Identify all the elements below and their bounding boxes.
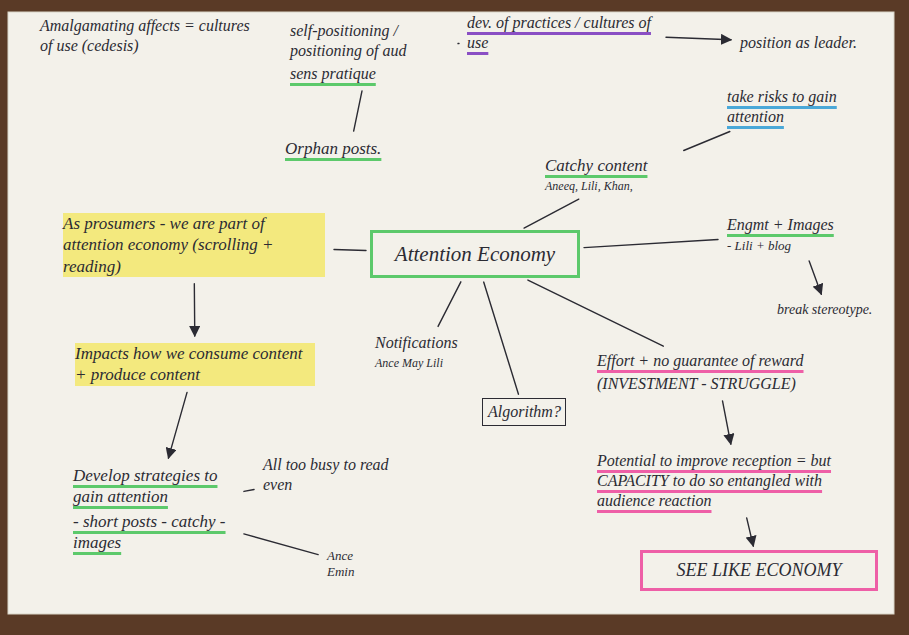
- node-text: SEE LIKE ECONOMY: [651, 559, 867, 582]
- highlighted-text: As prosumers - we are part of attention …: [58, 210, 330, 280]
- bracket-box: Algorithm?: [482, 398, 566, 426]
- connector-line: [584, 240, 718, 248]
- connector-line: [244, 489, 254, 491]
- node-text: As prosumers - we are part of attention …: [63, 213, 325, 277]
- connector-line: [484, 282, 519, 394]
- reference-box: SEE LIKE ECONOMY: [640, 550, 878, 591]
- node-text: Develop strategies to gain attention: [73, 465, 235, 508]
- topic-text: Develop strategies to gain attention- sh…: [68, 462, 240, 556]
- topic-text: Catchy contentAneeq, Lili, Khan,: [540, 152, 710, 197]
- topic-text: take risks to gain attention: [722, 84, 857, 130]
- connector-line: [684, 132, 730, 151]
- connector-line: [244, 534, 318, 555]
- node-text: Attention Economy: [383, 241, 567, 267]
- topic-text: NotificationsAnce May Lili: [370, 330, 480, 374]
- node-text: Catchy content: [545, 155, 705, 176]
- topic-text: dev. of practices / cultures of use: [462, 10, 662, 56]
- connector-line: [168, 392, 187, 458]
- topic-text: Effort + no guarantee of reward (INVESTME…: [592, 348, 842, 397]
- topic-text: All too busy to read even: [258, 452, 398, 498]
- node-text: self-positioning / positioning of aud: [290, 21, 450, 61]
- node-text: take risks to gain attention: [727, 87, 852, 127]
- node-text: Orphan posts.: [285, 138, 415, 159]
- node-text: position as leader.: [740, 33, 880, 53]
- node-text: Potential to improve reception = but CAP…: [597, 451, 879, 511]
- node-text: dev. of practices / cultures of use: [467, 13, 657, 53]
- connector-line: [524, 199, 579, 228]
- node-text: Ance Emin: [327, 548, 379, 581]
- connector-line: [334, 249, 366, 250]
- node-text: Impacts how we consume content + produce…: [75, 343, 315, 386]
- node-text: Notifications: [375, 333, 475, 353]
- topic-text: Potential to improve reception = but CAP…: [592, 448, 884, 514]
- connector-line: [457, 43, 459, 44]
- node-subtext: (INVESTMENT - STRUGGLE): [597, 374, 837, 394]
- node-subtext: - Lili + blog: [727, 238, 872, 254]
- topic-text: Engmt + Images - Lili + blog: [722, 212, 877, 257]
- node-subtext: Ance May Lili: [375, 356, 475, 371]
- connector-line: [666, 37, 731, 40]
- paper-edge: [8, 12, 894, 614]
- connector-line: [354, 91, 362, 131]
- connector-line: [747, 518, 754, 546]
- node-subtext: - short posts - catchy - images: [73, 511, 235, 554]
- connector-line: [438, 282, 461, 327]
- topic-text: Ance Emin: [322, 545, 384, 584]
- connector-line: [194, 284, 196, 336]
- topic-text: break stereotype.: [772, 298, 882, 322]
- highlighted-text: Impacts how we consume content + produce…: [70, 340, 320, 389]
- paper: [8, 12, 894, 614]
- central-box: Attention Economy: [370, 230, 580, 278]
- node-text: Engmt + Images: [727, 215, 872, 235]
- node-subtext: sens pratique: [290, 64, 450, 84]
- node-text: Algorithm?: [488, 402, 560, 422]
- note-text: Amalgamating affects = cultures of use (…: [40, 16, 265, 56]
- connector-line: [809, 261, 821, 294]
- node-text: Effort + no guarantee of reward: [597, 351, 837, 371]
- node-text: All too busy to read even: [263, 455, 393, 495]
- topic-text: position as leader.: [735, 30, 885, 56]
- connector-line: [528, 280, 663, 346]
- topic-text: self-positioning / positioning of aud sen…: [285, 18, 455, 87]
- connector-line: [723, 401, 731, 444]
- topic-text: Orphan posts.: [280, 135, 420, 162]
- node-text: break stereotype.: [777, 301, 877, 319]
- node-subtext: Aneeq, Lili, Khan,: [545, 179, 705, 194]
